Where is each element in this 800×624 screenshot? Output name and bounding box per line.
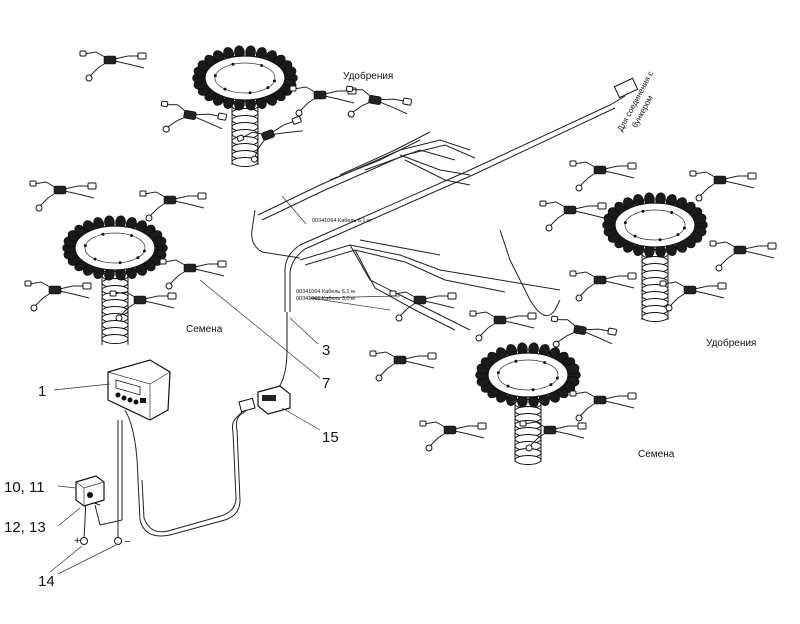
sensor-connector [569, 390, 637, 422]
callout-14: 14 [38, 573, 55, 590]
sensor-connector [139, 190, 207, 222]
main-harness [83, 77, 639, 541]
dispenser-fertilizer-right [602, 192, 708, 322]
callout-12-13: 12, 13 [4, 519, 46, 536]
callout-15: 15 [322, 429, 339, 446]
sensor-connector [469, 310, 537, 342]
sensor-connector [659, 280, 727, 312]
dispenser-seeds-left [62, 215, 168, 345]
sensor-connector [159, 258, 227, 290]
label-seeds-left: Семена [186, 324, 223, 335]
dispenser-fertilizer-top [192, 45, 298, 167]
dispenser-seeds-bottom [475, 342, 581, 465]
junction-module [238, 385, 291, 415]
polarity-plus: + [74, 535, 80, 547]
sensor-connector [79, 50, 147, 82]
sensor-connector [345, 85, 413, 118]
sensor-connector [29, 180, 97, 212]
connectors [24, 50, 777, 452]
callout-10-11: 10, 11 [4, 479, 45, 496]
sensor-connector [550, 315, 618, 348]
sensor-connector [236, 115, 303, 163]
sensor-connector [689, 170, 757, 202]
label-seeds-bottom: Семена [638, 449, 675, 460]
sensor-connector [519, 420, 587, 452]
polarity-minus: − [124, 536, 130, 548]
sensor-connector [709, 240, 777, 272]
power-relay [75, 475, 122, 545]
label-fertilizer-right: Удобрения [706, 337, 756, 349]
label-cable-main: 00341064 Кабель 6,1 м [312, 218, 371, 224]
sensor-connector [24, 280, 92, 312]
callout-leaders [49, 195, 401, 575]
hopper-connector [613, 77, 639, 99]
sensor-connector [569, 160, 637, 192]
label-fertilizer-top: Удобрения [343, 70, 393, 82]
sensor-connector [389, 290, 457, 322]
callout-1: 1 [38, 383, 46, 400]
label-cable-b: 00341065 Кабель 3,0 м [296, 296, 355, 302]
control-console [107, 359, 171, 421]
sensor-connector [109, 290, 177, 322]
callout-7: 7 [322, 375, 330, 392]
label-cable-a: 00341064 Кабель 6,1 м [296, 289, 355, 295]
sensor-connector [369, 350, 437, 382]
sensor-connector [160, 100, 228, 133]
sensor-connector [539, 200, 607, 232]
sensor-connector [569, 270, 637, 302]
sensor-connector [419, 420, 487, 452]
callout-3: 3 [322, 342, 330, 359]
